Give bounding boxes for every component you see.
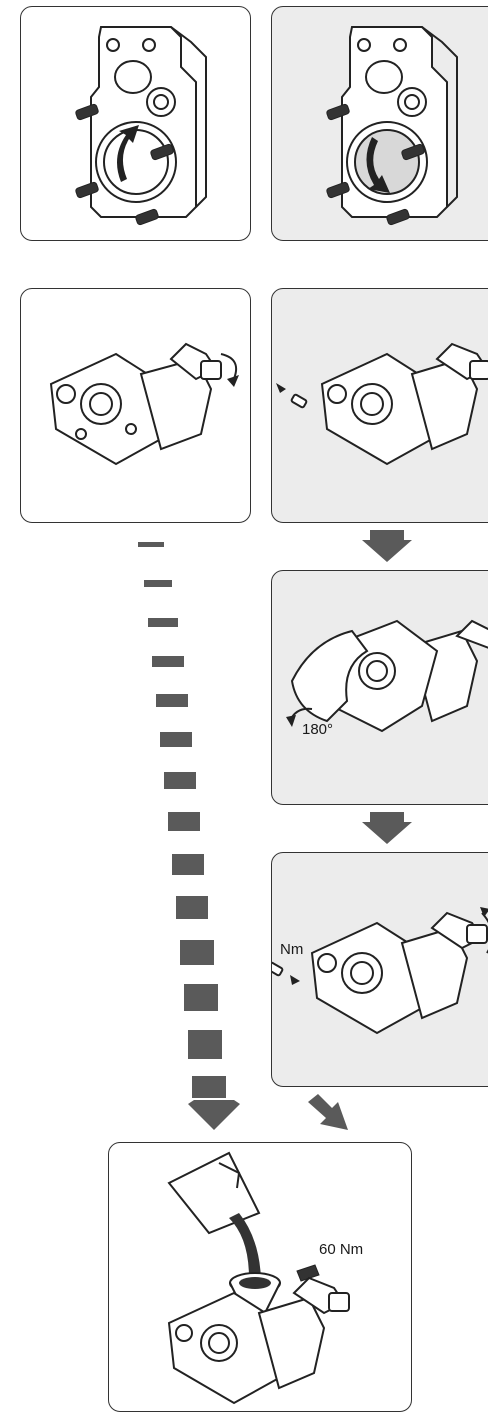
pump-illustration	[21, 289, 250, 522]
torque-step-label: Nm	[280, 941, 303, 958]
diagonal-arrow-icon	[308, 1094, 354, 1130]
flange-illustration	[272, 7, 488, 240]
pump-illustration	[272, 853, 488, 1086]
step-panel-remove-screw	[271, 288, 488, 523]
oil-jug-icon	[169, 1153, 259, 1233]
torque-final-label: 60 Nm	[319, 1241, 363, 1258]
insert-arrow-icon	[290, 975, 300, 985]
pump-illustration	[272, 289, 488, 522]
step-panel-flange-rotation-left	[20, 6, 251, 241]
step-panel-fill-oil: 60 Nm	[108, 1142, 412, 1412]
down-arrow-icon	[188, 1100, 240, 1130]
rotation-angle-label: 180°	[302, 721, 333, 738]
step-panel-tighten-screw: Nm	[271, 852, 488, 1087]
remove-arrow-icon	[276, 383, 286, 393]
oil-fill-illustration	[109, 1143, 411, 1411]
step-panel-turn-shaft	[20, 288, 251, 523]
down-arrow-icon	[362, 530, 412, 562]
down-arrow-icon	[362, 812, 412, 844]
pump-illustration	[272, 571, 488, 804]
flange-illustration	[21, 7, 250, 240]
step-panel-flange-rotation-right	[271, 6, 488, 241]
step-panel-rotate-cover: 180°	[271, 570, 488, 805]
